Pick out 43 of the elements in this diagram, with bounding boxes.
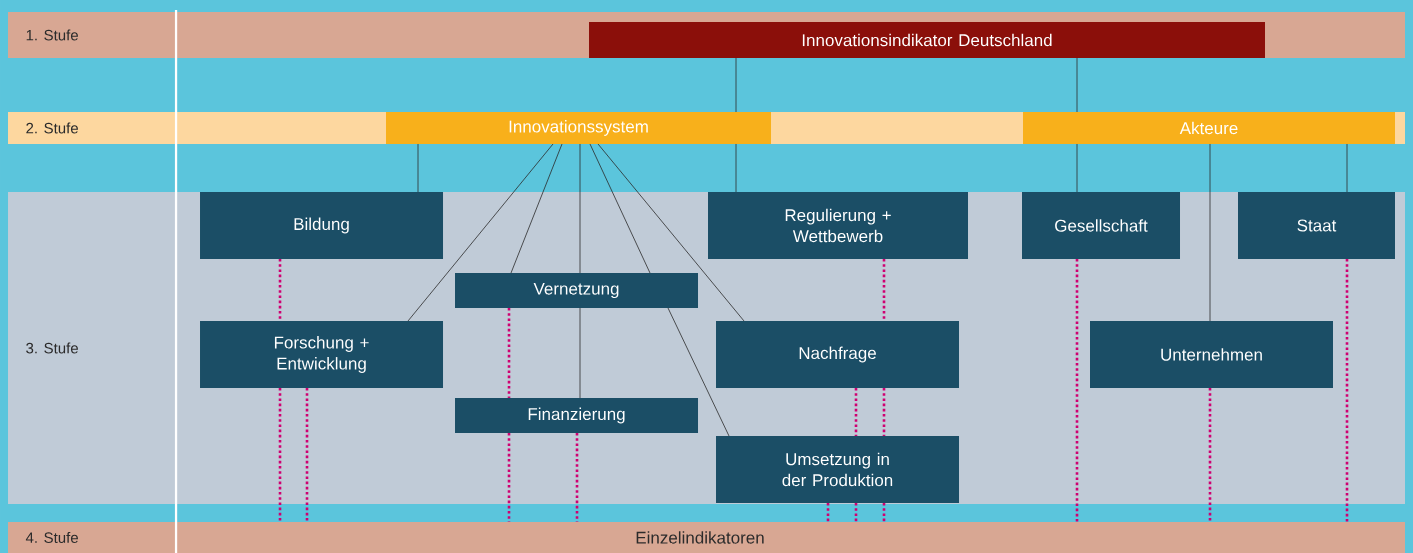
dotted-line (854, 503, 858, 522)
dotted-line (1075, 259, 1079, 522)
topic-box: Nachfrage (716, 321, 959, 388)
dotted-line (854, 388, 858, 436)
topic-box: Finanzierung (455, 398, 698, 433)
dotted-line (882, 503, 886, 522)
topic-box: Staat (1238, 192, 1395, 259)
category-box: Innovationssystem (386, 112, 771, 144)
connector-line (1076, 57, 1078, 113)
dotted-line (882, 259, 886, 321)
dotted-line (826, 503, 830, 522)
index-box: Innovationsindikator Deutschland (589, 22, 1265, 58)
connector-line (510, 143, 563, 274)
topic-box: Regulierung + Wettbewerb (708, 192, 968, 259)
connector-line (579, 143, 581, 274)
connector-line (589, 143, 651, 274)
connector-line (417, 143, 419, 193)
dotted-line (882, 388, 886, 436)
dotted-line (1208, 388, 1212, 522)
topic-box: Unternehmen (1090, 321, 1333, 388)
connector-line (1209, 143, 1211, 322)
dotted-line (1345, 259, 1349, 522)
connector-line (667, 307, 730, 437)
connector-line (579, 307, 581, 399)
topic-box: Forschung + Entwicklung (200, 321, 443, 388)
connector-line (735, 143, 737, 193)
topic-box: Bildung (200, 192, 443, 259)
connector-line (407, 143, 554, 322)
topic-box: Vernetzung (455, 273, 698, 308)
topic-box: Gesellschaft (1022, 192, 1180, 259)
dotted-line (507, 433, 511, 522)
connector-line (597, 143, 745, 322)
dotted-line (278, 388, 282, 522)
connector-line (735, 57, 737, 113)
level-band: 4. Stufe Einzelindikatoren (8, 522, 1405, 553)
topic-box: Umsetzung in der Produktion (716, 436, 959, 503)
connector-line (1076, 143, 1078, 193)
dotted-line (305, 388, 309, 522)
dotted-line (278, 259, 282, 321)
connector-line (1346, 143, 1348, 193)
dotted-line (575, 433, 579, 522)
category-box: Akteure (1023, 112, 1395, 144)
dotted-line (507, 308, 511, 398)
